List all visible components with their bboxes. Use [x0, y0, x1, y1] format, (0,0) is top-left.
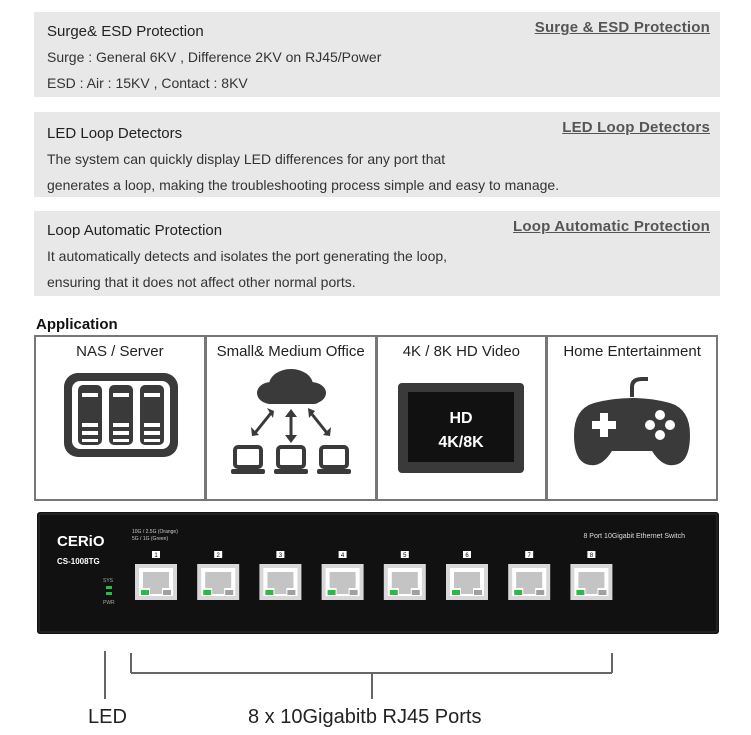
- port-number-badge: [400, 551, 409, 558]
- rj45-port-contacts: [516, 572, 543, 588]
- application-grid: NAS / Server Small& Medium Office: [34, 335, 718, 501]
- application-cell-nas: NAS / Server: [36, 337, 207, 499]
- port-number: 2: [217, 553, 221, 559]
- port-number-badge: [152, 551, 160, 558]
- led-caption: LED: [88, 706, 127, 728]
- port-led-gray: [536, 590, 545, 595]
- feature-title: LED Loop Detectors: [47, 125, 183, 142]
- rj45-port-latch: [274, 588, 287, 594]
- pwr-label: PWR: [103, 600, 115, 606]
- sys-led: [106, 586, 112, 589]
- feature-line: Surge : General 6KV , Difference 2KV on …: [47, 49, 382, 65]
- port-led-green: [514, 590, 523, 595]
- port-number: 5: [403, 553, 407, 559]
- feature-title: Surge& ESD Protection: [47, 23, 204, 40]
- port-led-green: [141, 590, 149, 595]
- port-number-badge: [525, 551, 534, 558]
- feature-panel-led-loop: LED Loop Detectors LED Loop Detectors Th…: [34, 112, 720, 197]
- rj45-port-contacts: [391, 572, 418, 588]
- hd-screen-icon: HD 4K/8K: [397, 383, 524, 473]
- feature-title: Loop Automatic Protection: [47, 222, 223, 239]
- rj45-port-contacts: [578, 572, 605, 588]
- port-led-gray: [225, 590, 234, 595]
- application-caption: 4K / 8K HD Video: [402, 343, 521, 360]
- switch-description: 8 Port 10Gigabit Ethernet Switch: [583, 533, 685, 540]
- ethernet-switch-device: CERiO CS-1008TG 10G / 2.5G (Orange) 5G /…: [37, 512, 719, 634]
- port-number-badge: [214, 551, 223, 558]
- port-led-gray: [598, 590, 607, 595]
- rj45-port-latch: [398, 588, 411, 594]
- ports-bracket: [104, 651, 613, 699]
- port-led-green: [576, 590, 585, 595]
- port-led-gray: [411, 590, 420, 595]
- hd-screen-line2: 4K/8K: [438, 434, 484, 451]
- application-caption: NAS / Server: [76, 343, 164, 360]
- rj45-port-latch: [585, 588, 598, 594]
- application-cell-office: Small& Medium Office: [207, 337, 378, 499]
- nas-server-icon: [64, 373, 178, 457]
- feature-line: It automatically detects and isolates th…: [47, 248, 448, 264]
- port-led-green: [265, 590, 274, 595]
- port-led-green: [203, 590, 212, 595]
- port-led-gray: [287, 590, 296, 595]
- port-number-badge: [338, 551, 347, 558]
- port-number: 6: [465, 553, 469, 559]
- rj45-port-contacts: [267, 572, 294, 588]
- rj45-port-group: 1 2 3 4 5 6 7 8: [135, 551, 613, 600]
- sys-label: SYS: [103, 578, 114, 584]
- rj45-port-latch: [523, 588, 536, 594]
- port-led-gray: [474, 590, 482, 595]
- rj45-port-contacts: [454, 572, 480, 588]
- pwr-led: [106, 592, 112, 595]
- feature-link-led-loop[interactable]: LED Loop Detectors: [562, 119, 710, 136]
- rj45-port-latch: [150, 588, 162, 594]
- feature-link-surge[interactable]: Surge & ESD Protection: [534, 19, 710, 36]
- port-led-gray: [349, 590, 358, 595]
- port-number-badge: [463, 551, 471, 558]
- port-number: 4: [341, 553, 345, 559]
- feature-line: The system can quickly display LED diffe…: [47, 151, 446, 167]
- port-number: 3: [279, 553, 283, 559]
- model-label: CS-1008TG: [57, 557, 100, 566]
- cloud-network-icon: [230, 369, 351, 474]
- feature-panel-surge: Surge& ESD Protection Surge & ESD Protec…: [34, 12, 720, 97]
- brand-logo: CERiO: [57, 533, 105, 550]
- port-led-green: [452, 590, 460, 595]
- port-led-green: [389, 590, 398, 595]
- port-number-badge: [276, 551, 285, 558]
- rj45-port-contacts: [143, 572, 169, 588]
- led-legend-line2: 5G / 1G (Green): [132, 536, 168, 542]
- feature-line: generates a loop, making the troubleshoo…: [47, 177, 560, 193]
- feature-line: ESD : Air : 15KV , Contact : 8KV: [47, 75, 248, 91]
- rj45-port-latch: [336, 588, 349, 594]
- rj45-port-contacts: [329, 572, 356, 588]
- application-heading: Application: [36, 316, 118, 333]
- port-number: 8: [590, 553, 594, 559]
- rj45-port-latch: [461, 588, 473, 594]
- application-caption: Small& Medium Office: [216, 343, 365, 360]
- led-legend-line1: 10G / 2.5G (Orange): [132, 529, 178, 535]
- application-cell-entertainment: Home Entertainment: [548, 337, 716, 499]
- rj45-port-contacts: [205, 572, 232, 588]
- port-number-badge: [587, 551, 596, 558]
- ports-caption: 8 x 10Gigabitb RJ45 Ports: [248, 706, 482, 728]
- hd-screen-line1: HD: [449, 410, 472, 427]
- rj45-port-latch: [212, 588, 225, 594]
- port-led-green: [327, 590, 336, 595]
- application-cell-video: 4K / 8K HD Video HD 4K/8K: [378, 337, 549, 499]
- port-number: 1: [154, 553, 158, 559]
- application-caption: Home Entertainment: [563, 343, 701, 360]
- port-led-gray: [163, 590, 171, 595]
- feature-link-loop-auto[interactable]: Loop Automatic Protection: [513, 218, 710, 235]
- port-number: 7: [528, 553, 532, 559]
- feature-panel-loop-auto: Loop Automatic Protection Loop Automatic…: [34, 211, 720, 296]
- gamepad-icon: [574, 377, 691, 466]
- feature-line: ensuring that it does not affect other n…: [47, 274, 356, 290]
